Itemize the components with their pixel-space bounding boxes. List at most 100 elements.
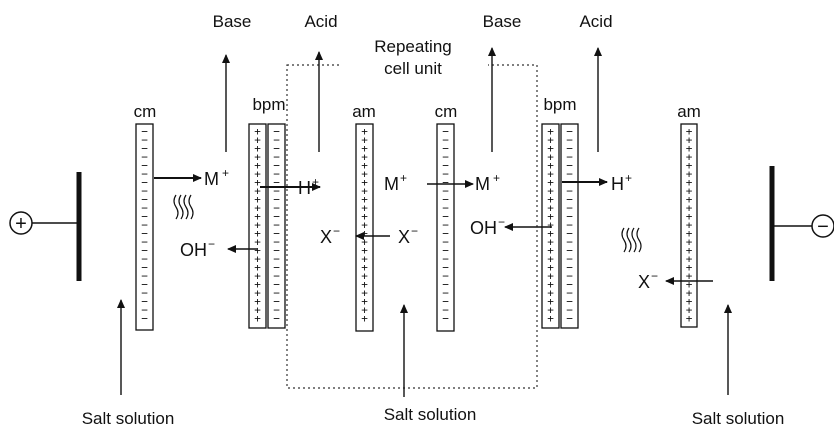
base-label: Base (483, 12, 522, 31)
hydroxide-label: OH− (470, 215, 505, 238)
fixed-negative-charge-mark: − (141, 168, 148, 181)
fixed-negative-charge-mark: − (442, 312, 449, 325)
fixed-positive-charge-mark: + (361, 312, 368, 325)
base-label: Base (213, 12, 252, 31)
fixed-negative-charge-mark: − (141, 287, 148, 300)
fixed-negative-charge-mark: − (442, 227, 449, 240)
fixed-negative-charge-mark: − (566, 295, 573, 308)
am-label: am (677, 102, 701, 121)
fixed-negative-charge-mark: − (566, 270, 573, 283)
fixed-positive-charge-mark: + (686, 261, 693, 274)
fixed-positive-charge-mark: + (254, 176, 261, 189)
fixed-positive-charge-mark: + (254, 134, 261, 147)
fixed-negative-charge-mark: − (442, 244, 449, 257)
fixed-positive-charge-mark: + (547, 125, 554, 138)
fixed-negative-charge-mark: − (442, 278, 449, 291)
fixed-positive-charge-mark: + (361, 236, 368, 249)
fixed-negative-charge-mark: − (141, 151, 148, 164)
fixed-positive-charge-mark: + (254, 270, 261, 283)
fixed-negative-charge-mark: − (273, 253, 280, 266)
salt-solution-label: Salt solution (692, 409, 785, 428)
fixed-positive-charge-mark: + (361, 125, 368, 138)
proton-label: H+ (298, 175, 319, 198)
fixed-positive-charge-mark: + (686, 168, 693, 181)
salt-solution-label: Salt solution (384, 405, 477, 424)
fixed-negative-charge-mark: − (273, 287, 280, 300)
fixed-positive-charge-mark: + (361, 176, 368, 189)
fixed-negative-charge-mark: − (442, 168, 449, 181)
fixed-negative-charge-mark: − (273, 210, 280, 223)
fixed-positive-charge-mark: + (547, 253, 554, 266)
fixed-positive-charge-mark: + (686, 176, 693, 189)
bipolar-membrane-cation-layer (560, 123, 579, 329)
fixed-positive-charge-mark: + (254, 244, 261, 257)
fixed-positive-charge-mark: + (686, 295, 693, 308)
fixed-positive-charge-mark: + (547, 312, 554, 325)
fixed-negative-charge-mark: − (273, 244, 280, 257)
fixed-negative-charge-mark: − (273, 134, 280, 147)
acid-label: Acid (304, 12, 337, 31)
fixed-positive-charge-mark: + (547, 236, 554, 249)
cathode-terminal (811, 214, 834, 238)
fixed-negative-charge-mark: − (442, 151, 449, 164)
fixed-positive-charge-mark: + (686, 270, 693, 283)
fixed-negative-charge-mark: − (141, 312, 148, 325)
fixed-positive-charge-mark: + (254, 253, 261, 266)
fixed-negative-charge-mark: − (442, 219, 449, 232)
fixed-positive-charge-mark: + (254, 210, 261, 223)
fixed-negative-charge-mark: − (141, 125, 148, 138)
fixed-negative-charge-mark: − (273, 312, 280, 325)
fixed-negative-charge-mark: − (141, 176, 148, 189)
fixed-positive-charge-mark: + (254, 159, 261, 172)
fixed-positive-charge-mark: + (686, 193, 693, 206)
fixed-positive-charge-mark: + (361, 278, 368, 291)
fixed-negative-charge-mark: − (141, 134, 148, 147)
repeating-cell-unit-label: Repeating (374, 37, 452, 56)
anion-label: X− (398, 224, 418, 247)
anode-terminal (9, 211, 33, 235)
fixed-negative-charge-mark: − (566, 210, 573, 223)
fixed-positive-charge-mark: + (686, 125, 693, 138)
fixed-negative-charge-mark: − (442, 287, 449, 300)
fixed-negative-charge-mark: − (273, 261, 280, 274)
fixed-positive-charge-mark: + (361, 304, 368, 317)
fixed-positive-charge-mark: + (254, 287, 261, 300)
fixed-negative-charge-mark: − (442, 261, 449, 274)
fixed-negative-charge-mark: − (442, 210, 449, 223)
fixed-positive-charge-mark: + (361, 270, 368, 283)
fixed-positive-charge-mark: + (686, 134, 693, 147)
fixed-positive-charge-mark: + (254, 261, 261, 274)
fixed-positive-charge-mark: + (361, 261, 368, 274)
fixed-negative-charge-mark: − (442, 295, 449, 308)
fixed-negative-charge-mark: − (566, 159, 573, 172)
repeating-cell-unit-label: cell unit (384, 59, 442, 78)
fixed-positive-charge-mark: + (361, 159, 368, 172)
fixed-positive-charge-mark: + (254, 278, 261, 291)
fixed-negative-charge-mark: − (273, 295, 280, 308)
fixed-negative-charge-mark: − (273, 278, 280, 291)
fixed-negative-charge-mark: − (273, 168, 280, 181)
fixed-positive-charge-mark: + (361, 142, 368, 155)
fixed-negative-charge-mark: − (442, 236, 449, 249)
fixed-positive-charge-mark: + (686, 278, 693, 291)
fixed-negative-charge-mark: − (442, 134, 449, 147)
heat-wave-icon (173, 194, 194, 220)
fixed-positive-charge-mark: + (361, 244, 368, 257)
fixed-positive-charge-mark: + (547, 295, 554, 308)
fixed-positive-charge-mark: + (361, 193, 368, 206)
bpm-label: bpm (543, 95, 576, 114)
fixed-negative-charge-mark: − (442, 125, 449, 138)
fixed-negative-charge-mark: − (566, 278, 573, 291)
fixed-negative-charge-mark: − (273, 304, 280, 317)
fixed-positive-charge-mark: + (361, 151, 368, 164)
fixed-positive-charge-mark: + (547, 244, 554, 257)
fixed-negative-charge-mark: − (566, 304, 573, 317)
fixed-negative-charge-mark: − (442, 304, 449, 317)
fixed-negative-charge-mark: − (442, 185, 449, 198)
fixed-positive-charge-mark: + (361, 210, 368, 223)
fixed-negative-charge-mark: − (566, 227, 573, 240)
anion-exchange-membrane (680, 123, 698, 328)
fixed-positive-charge-mark: + (254, 151, 261, 164)
fixed-negative-charge-mark: − (566, 168, 573, 181)
